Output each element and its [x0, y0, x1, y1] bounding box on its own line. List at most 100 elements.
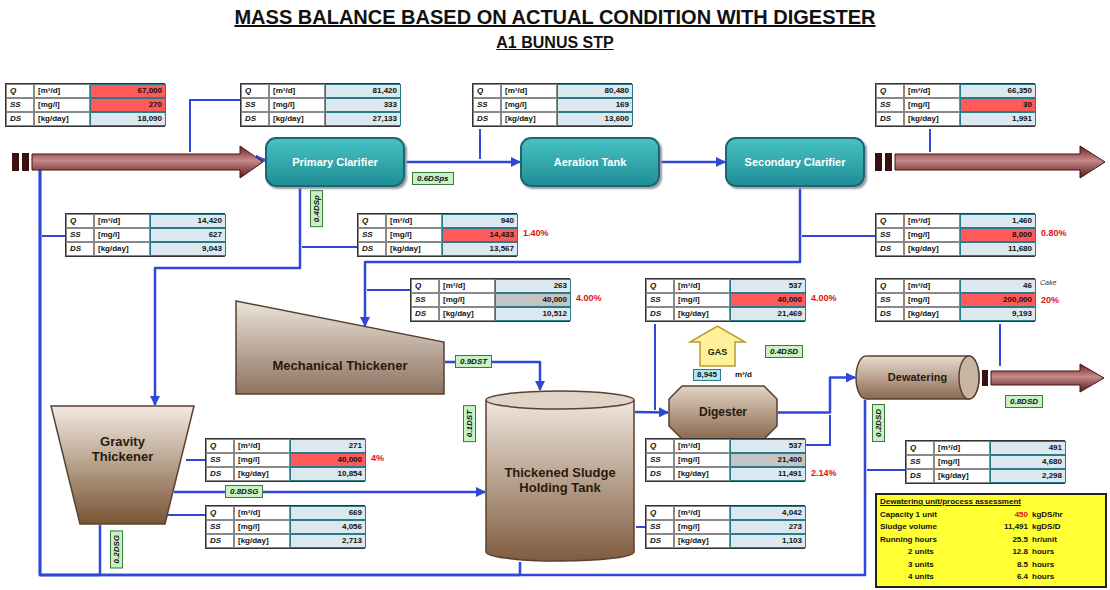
leader-line — [42, 235, 65, 237]
table-value: 271 — [290, 439, 366, 453]
data-table: Q[m³/d]491SS[mg/l]4,680DS[kg/day]2,298 — [905, 440, 1065, 484]
table-cell: [mg/l] — [94, 228, 150, 242]
table-cell: [mg/l] — [904, 98, 960, 112]
table-cell: DS — [876, 242, 904, 256]
data-table: Q[m³/d]263SS[mg/l]40,000DS[kg/day]10,512 — [410, 278, 570, 322]
table-cell: [kg/day] — [234, 534, 290, 548]
table-cell: [kg/day] — [904, 307, 960, 321]
table-value: 273 — [730, 520, 806, 534]
table-cell: [kg/day] — [934, 469, 990, 483]
leader-line — [802, 235, 875, 237]
table-value: 21,400 — [730, 453, 806, 467]
data-table: Q[m³/d]271SS[mg/l]40,000DS[kg/day]10,854 — [205, 438, 365, 482]
node-label: GAS — [708, 347, 728, 357]
table-value: 537 — [730, 439, 806, 453]
percent-note: 1.40% — [522, 228, 550, 238]
percent-note: 4% — [370, 453, 385, 463]
table-value: 10,512 — [495, 307, 571, 321]
table-cell: Q — [646, 439, 674, 453]
node-label: Aeration Tank — [554, 156, 627, 169]
table-cell: [m³/d] — [234, 506, 290, 520]
table-value: 333 — [325, 98, 401, 112]
node-outline — [50, 405, 195, 525]
table-cell: 4 units — [880, 571, 976, 584]
table-cell: 450 — [976, 509, 1032, 522]
flow-connector — [174, 491, 485, 494]
leader-line — [190, 100, 240, 152]
table-cell: [mg/l] — [34, 98, 90, 112]
percent-note: 4.00% — [810, 293, 838, 303]
table-value: 2,298 — [990, 469, 1066, 483]
pipe-block — [982, 370, 988, 386]
table-cell: [mg/l] — [934, 455, 990, 469]
leader-line — [302, 246, 357, 248]
table-value: 21,469 — [730, 307, 806, 321]
table-cell: DS — [206, 467, 234, 481]
table-cell: SS — [358, 228, 386, 242]
table-cell: 6.4 — [976, 571, 1032, 584]
flow-fraction: 0.2DSD — [872, 404, 885, 442]
pipe-block — [12, 153, 19, 171]
digester-body — [669, 386, 777, 439]
table-cell: DS — [646, 534, 674, 548]
flow-fraction: 0.6DSps — [412, 172, 454, 185]
dewatering-body — [856, 356, 979, 399]
leader-line — [867, 469, 905, 471]
pipe-block — [22, 153, 29, 171]
table-cell: [m³/d] — [904, 214, 960, 228]
table-cell: SS — [206, 453, 234, 467]
data-table: Q[m³/d]669SS[mg/l]4,056DS[kg/day]2,713 — [205, 505, 365, 549]
thickener-body — [51, 406, 194, 524]
table-cell: Q — [241, 84, 269, 98]
flow-fraction: 0.9DST — [455, 355, 492, 368]
table-value: 263 — [495, 279, 571, 293]
data-table: Q[m³/d]4,042SS[mg/l]273DS[kg/day]1,103 — [645, 505, 805, 549]
table-value: 627 — [150, 228, 226, 242]
dew-shape: Dewatering — [855, 355, 980, 400]
table-value: 200,000 — [960, 293, 1036, 307]
gas-value: 8,945 — [693, 369, 721, 381]
oct-shape: Digester — [668, 385, 778, 440]
node-label: Thickened Sludge Holding Tank — [495, 466, 625, 496]
table-cell: SS — [876, 98, 904, 112]
table-cell: kgDS/D — [1032, 521, 1102, 534]
table-cell: [mg/l] — [269, 98, 325, 112]
flow-fraction: 0.4DSD — [765, 345, 803, 358]
process-box: Primary Clarifier — [265, 137, 405, 187]
table-cell: Q — [876, 214, 904, 228]
table-cell: Q — [646, 506, 674, 520]
table-cell: [m³/d] — [386, 214, 442, 228]
table-cell: [kg/day] — [234, 467, 290, 481]
tank-top — [486, 391, 634, 409]
dewatering-end — [959, 356, 979, 399]
leader-line — [367, 289, 410, 291]
flow-connector — [40, 160, 865, 575]
table-cell: [kg/day] — [34, 112, 90, 126]
table-value: 1,103 — [730, 534, 806, 548]
data-table: Q[m³/d]66,350SS[mg/l]30DS[kg/day]1,991 — [875, 83, 1035, 127]
flow-connector — [405, 161, 520, 164]
pipe-block — [885, 153, 892, 171]
table-cell: Q — [876, 279, 904, 293]
table-cell: SS — [473, 98, 501, 112]
unit: m³/d — [735, 369, 752, 381]
table-cell: DS — [206, 534, 234, 548]
flow-connector — [40, 160, 520, 575]
table-cell: [m³/d] — [94, 214, 150, 228]
table-cell: [m³/d] — [674, 439, 730, 453]
outlet-arrow — [895, 146, 1105, 178]
table-cell: [m³/d] — [439, 279, 495, 293]
table-cell: [m³/d] — [34, 84, 90, 98]
process-box: Secondary Clarifier — [725, 137, 865, 187]
flow-fraction: 0.8DSD — [1005, 395, 1043, 408]
table-value: 18,090 — [90, 112, 166, 126]
tank-body — [486, 400, 634, 561]
leader-line — [186, 459, 205, 461]
table-cell: [mg/l] — [904, 293, 960, 307]
table-cell: [m³/d] — [904, 84, 960, 98]
process-box: Aeration Tank — [520, 137, 660, 187]
table-cell: 11,491 — [976, 521, 1032, 534]
table-cell: 3 units — [880, 559, 976, 572]
table-cell: DS — [6, 112, 34, 126]
table-cell: Q — [6, 84, 34, 98]
